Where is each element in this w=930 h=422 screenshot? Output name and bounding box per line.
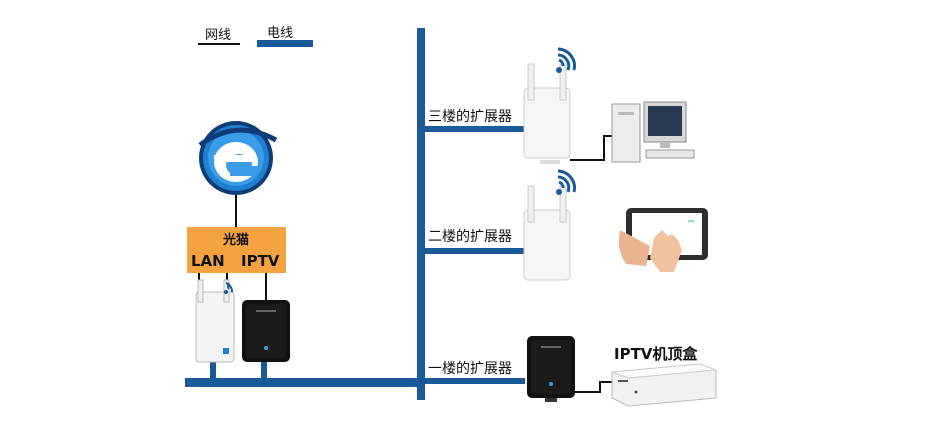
network-cable-lan-right: [226, 272, 228, 294]
network-cable-iptv: [265, 272, 267, 302]
modem-wireless-extender: [195, 279, 235, 363]
modem-title: 光猫: [223, 233, 250, 248]
powerline-adapter-icon: [242, 300, 290, 362]
legend-network-label: 网线: [205, 28, 232, 43]
legend-power-swatch: [257, 40, 313, 47]
legend-network-swatch: [198, 43, 240, 45]
power-plug-stub-left: [210, 360, 216, 380]
power-line-second-floor: [425, 248, 525, 254]
wifi-icon: [556, 169, 576, 195]
legend-power-label: 电线: [267, 26, 294, 41]
label-iptv-box: IPTV机顶盒: [614, 345, 698, 363]
power-line-first-floor: [425, 378, 525, 384]
legend: 网线 电线: [195, 20, 325, 52]
wifi-icon: [556, 47, 576, 73]
power-line-main-horizontal: [185, 378, 425, 387]
modem-port-iptv: IPTV: [241, 252, 280, 270]
network-cable-internet-to-modem: [235, 192, 237, 227]
modem-port-lan: LAN: [191, 252, 225, 270]
optical-modem: 光猫 LAN IPTV: [187, 227, 286, 273]
network-cable-lan-left: [198, 272, 200, 294]
power-line-third-floor: [425, 126, 525, 132]
network-cable-first-floor: [575, 381, 612, 393]
tablet-touch-icon: [618, 208, 708, 272]
third-floor-extender: [523, 63, 571, 164]
label-first-floor-extender: 一楼的扩展器: [428, 361, 512, 377]
label-third-floor-extender: 三楼的扩展器: [428, 109, 512, 125]
power-line-vertical-bus: [417, 28, 425, 400]
desktop-computer-icon: [611, 101, 695, 163]
network-cable-third-floor: [570, 135, 612, 161]
power-plug-stub-right: [261, 360, 267, 380]
second-floor-extender: [523, 185, 571, 281]
label-second-floor-extender: 二楼的扩展器: [428, 229, 512, 245]
first-floor-extender: [527, 336, 575, 402]
set-top-box-icon: [611, 363, 717, 407]
